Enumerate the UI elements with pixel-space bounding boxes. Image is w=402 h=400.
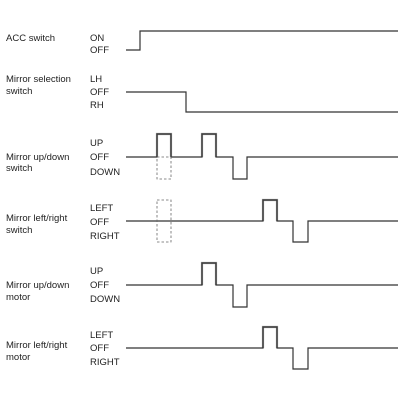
- state-label-up: UP: [90, 138, 103, 149]
- signal-name-line: Mirror selection: [6, 74, 71, 85]
- pulse-highlight: [155, 132, 173, 157]
- state-label-rh: RH: [90, 100, 104, 111]
- state-label-on: ON: [90, 33, 104, 44]
- state-label-left: LEFT: [90, 203, 113, 214]
- signal-name-line: switch: [6, 86, 32, 97]
- state-label-up: UP: [90, 266, 103, 277]
- signal-name-line: switch: [6, 163, 32, 174]
- waveform-mirror-left-right-switch: [126, 199, 398, 243]
- signal-name-line: switch: [6, 225, 32, 236]
- waveform-mirror-up-down-switch: [126, 133, 398, 180]
- pulse-highlight: [261, 325, 279, 348]
- state-label-off: OFF: [90, 45, 109, 56]
- state-label-off: OFF: [90, 343, 109, 354]
- state-label-right: RIGHT: [90, 231, 120, 242]
- waveform-mirror-selection-switch: [126, 91, 398, 113]
- signal-mirror-left-right-switch: Mirror left/right switch LEFT OFF RIGHT: [6, 198, 398, 243]
- state-label-lh: LH: [90, 74, 102, 85]
- signal-mirror-selection-switch: Mirror selection switch LH OFF RH: [6, 74, 398, 113]
- signal-mirror-up-down-switch: Mirror up/down switch UP OFF DOWN: [6, 132, 398, 180]
- state-label-left: LEFT: [90, 330, 113, 341]
- state-label-right: RIGHT: [90, 357, 120, 368]
- signal-name-line: Mirror up/down: [6, 152, 69, 163]
- signal-name-line: motor: [6, 352, 30, 363]
- waveform-mirror-up-down-motor: [126, 262, 398, 308]
- state-label-off: OFF: [90, 217, 109, 228]
- waveform-mirror-left-right-motor: [126, 326, 398, 370]
- state-label-off: OFF: [90, 87, 109, 98]
- signal-mirror-up-down-motor: Mirror up/down motor UP OFF DOWN: [6, 261, 398, 308]
- pulse-highlight: [261, 198, 279, 221]
- signal-name-line: Mirror left/right: [6, 340, 68, 351]
- signal-name-line: Mirror up/down: [6, 280, 69, 291]
- state-label-down: DOWN: [90, 167, 120, 178]
- signal-acc-switch: ACC switch ON OFF: [6, 30, 398, 56]
- pulse-highlight: [200, 132, 218, 157]
- state-label-off: OFF: [90, 280, 109, 291]
- pulse-highlight: [200, 261, 218, 285]
- dashed-pulse-outline: [156, 156, 172, 180]
- state-label-off: OFF: [90, 152, 109, 163]
- state-label-down: DOWN: [90, 294, 120, 305]
- dashed-pulse-outline: [156, 199, 172, 243]
- signal-name-line: motor: [6, 292, 30, 303]
- waveform-acc-switch: [126, 30, 398, 51]
- signal-name-line: Mirror left/right: [6, 213, 68, 224]
- signal-mirror-left-right-motor: Mirror left/right motor LEFT OFF RIGHT: [6, 325, 398, 370]
- signal-name-line: ACC switch: [6, 33, 55, 44]
